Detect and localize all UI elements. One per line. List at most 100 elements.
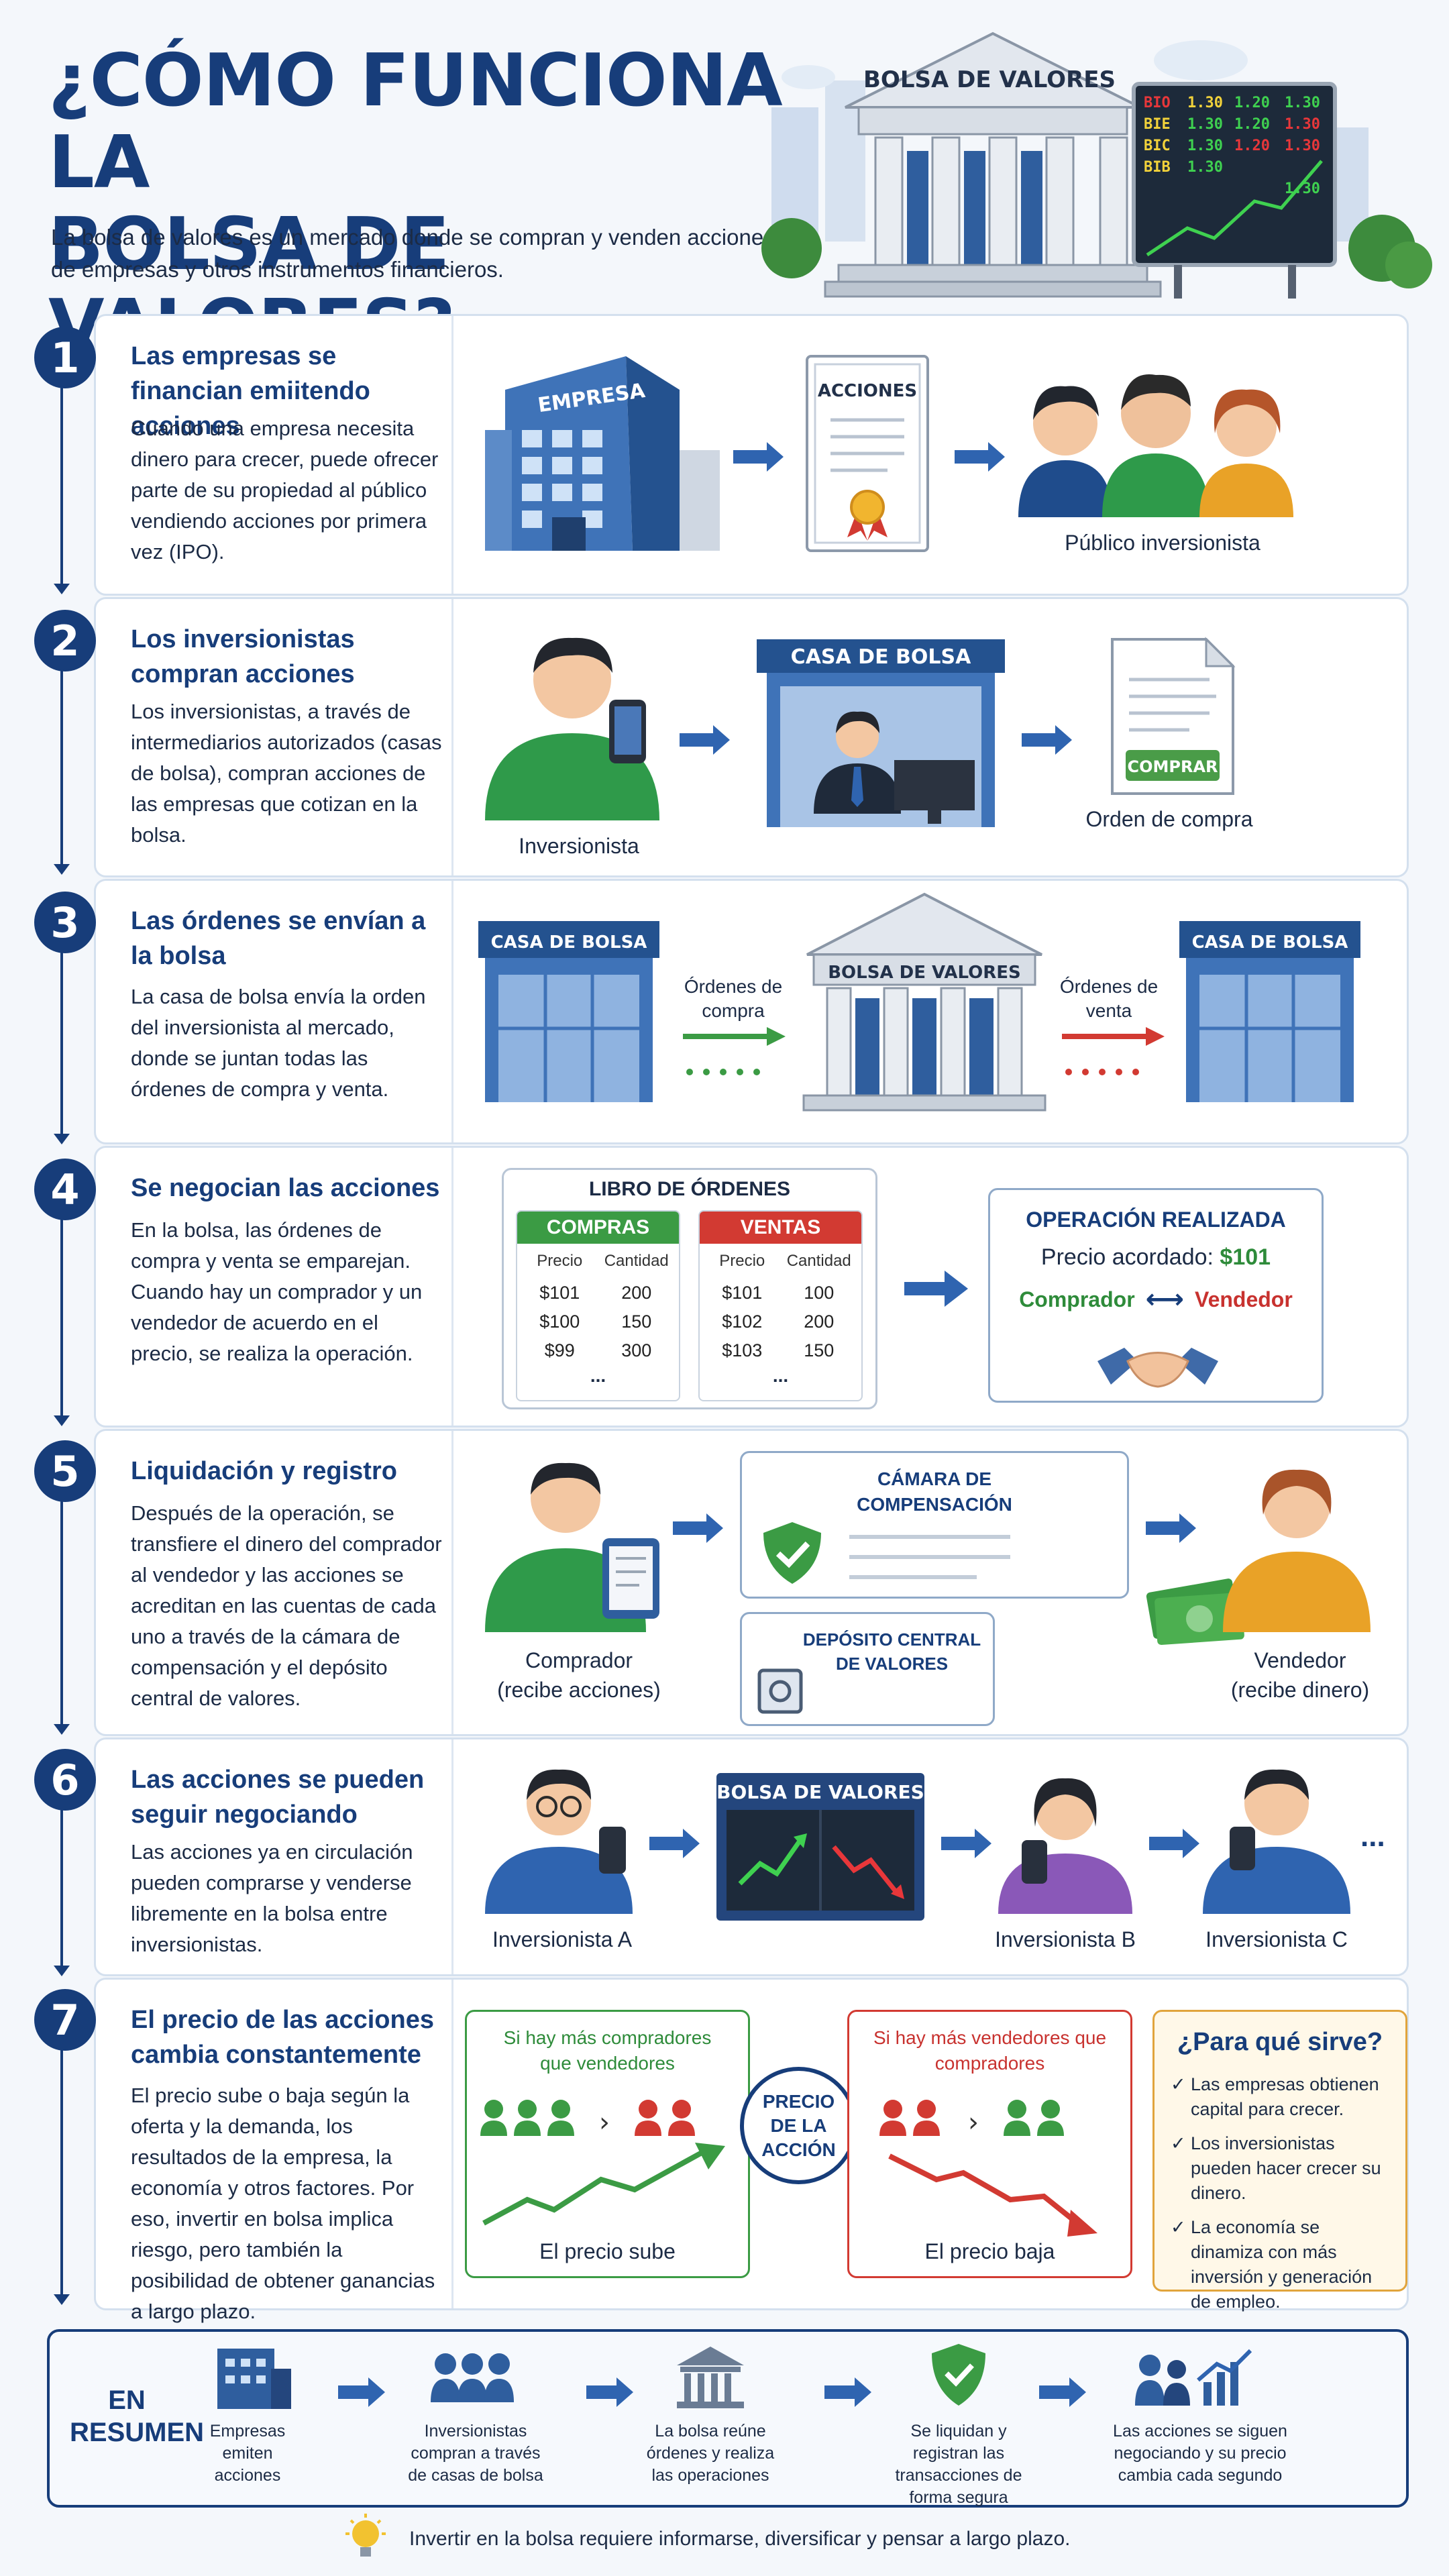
step-number: 3 (34, 892, 96, 953)
step-7: 7 El precio de las acciones cambia const… (34, 1978, 1409, 2323)
summary-step-2: Inversionistas compran a través de casas… (408, 2422, 543, 2485)
price-header: Precio (537, 1252, 583, 1270)
stock-exchange-illustration: BOLSA DE VALORES BIO 1.30 1.20 1.30 BIE … (761, 32, 1432, 299)
price-down-card: Si hay más vendedores que compradores › … (847, 2010, 1132, 2278)
step-3: 3 Las órdenes se envían a la bolsa La ca… (34, 879, 1409, 1144)
continuation-dots: ... (1360, 1820, 1385, 1853)
step-text: La casa de bolsa envía la orden del inve… (131, 985, 426, 1101)
header: ¿CÓMO FUNCIONA LA BOLSA DE VALORES? La b… (0, 0, 1449, 368)
svg-text:›: › (968, 2107, 979, 2138)
qty-header: Cantidad (786, 1252, 851, 1270)
step-number: 7 (34, 1989, 96, 2051)
svg-text:›: › (599, 2107, 610, 2138)
summary-step-4: Se liquidan y registran las transaccione… (895, 2422, 1022, 2507)
buyers-group-icon (1004, 2100, 1064, 2136)
central-depository-card: DEPÓSITO CENTRAL DE VALORES (740, 1612, 995, 1726)
step-2-illustration: CASA DE BOLSA COMPRAR Inversionista Orde… (458, 599, 1407, 875)
summary-step-5: Las acciones se siguen negociando y su p… (1113, 2422, 1287, 2485)
buys-header: COMPRAS (517, 1212, 679, 1244)
step-text: Cuando una empresa necesita dinero para … (131, 417, 439, 564)
buyer-label: Comprador (1019, 1287, 1135, 1311)
step-title: Las empresas se financian emiitendo acci… (131, 342, 370, 440)
broker-right-label: CASA DE BOLSA (1192, 932, 1348, 953)
summary-panel: EN RESUMEN Empres (47, 2329, 1409, 2508)
ticker-r1c1: BIO (1144, 95, 1171, 111)
broker-label: CASA DE BOLSA (791, 645, 971, 669)
list-item: ✓Los inversionistas pueden hacer crecer … (1171, 2131, 1393, 2206)
broker-left-label: CASA DE BOLSA (491, 932, 647, 953)
timeline-7 (54, 2039, 70, 2305)
price-up-label: El precio sube (539, 2239, 676, 2263)
buyer-with-tablet-icon (485, 1462, 659, 1632)
order-book-title: LIBRO DE ÓRDENES (588, 1178, 791, 1200)
buys-ellipsis: ... (590, 1365, 606, 1386)
summary-step-1: Empresas emiten acciones (209, 2422, 286, 2485)
falling-trend-icon (888, 2153, 1079, 2226)
step-title: El precio de las acciones cambia constan… (131, 2006, 434, 2069)
buy-order-label: Orden de compra (1085, 807, 1253, 831)
investor-with-phone-icon (485, 637, 659, 820)
ticker-r1c4: 1.30 (1285, 95, 1320, 111)
step-text: El precio sube o baja según la oferta y … (131, 2084, 435, 2323)
timeline-5 (54, 1489, 70, 1735)
sell-orders-label: Órdenes de venta (1059, 976, 1159, 1021)
exchange-arrows-icon: ⟷ (1145, 1285, 1184, 1314)
buyer-label: Comprador (525, 1648, 633, 1672)
list-item: ✓Las empresas obtienen capital para crec… (1171, 2072, 1393, 2122)
sells-header: VENTAS (700, 1212, 861, 1244)
timeline-6 (54, 1798, 70, 1976)
lightbulb-icon (345, 2514, 386, 2557)
step-1-illustration: EMPRESA ACCIONES (458, 316, 1407, 594)
investor-c-label: Inversionista C (1205, 1927, 1348, 1951)
step-text: Los inversionistas, a través de intermed… (131, 700, 442, 847)
timeline-3 (54, 939, 70, 1144)
exchange-building-icon: BOLSA DE VALORES (802, 892, 1046, 1112)
arrow-right-icon (904, 1271, 968, 1307)
step-7-illustration: Si hay más compradores que vendedores › … (458, 1980, 1407, 2312)
investor-c-icon (1203, 1769, 1350, 1914)
agreed-price-line: Precio acordado: $101 (1040, 1244, 1271, 1270)
brokerage-right-icon: CASA DE BOLSA (1179, 921, 1360, 1102)
timeline-1 (54, 376, 70, 594)
summary-growth-icon (1135, 2349, 1252, 2406)
agreed-price-value: $101 (1220, 1244, 1271, 1270)
buy-button-label: COMPRAR (1127, 757, 1218, 776)
step-title: Las acciones se pueden seguir negociando (131, 1766, 425, 1829)
step-3-illustration: CASA DE BOLSA BOLSA DE VALORES (458, 881, 1407, 1142)
ticker-r2c4: 1.30 (1285, 116, 1320, 133)
ticker-r3c1: BIC (1144, 138, 1171, 154)
shares-label: ACCIONES (818, 381, 917, 401)
summary-label: EN RESUMEN (70, 2385, 205, 2447)
summary-step-3: La bolsa reúne órdenes y realiza las ope… (646, 2422, 775, 2485)
timeline-2 (54, 657, 70, 875)
step-5: 5 Liquidación y registro Después de la o… (34, 1429, 1409, 1736)
investor-label: Inversionista (519, 834, 639, 858)
central-depository-title: DEPÓSITO CENTRAL DE VALORES (802, 1629, 981, 1674)
step-number: 1 (34, 327, 96, 388)
ticker-r4c1: BIB (1144, 159, 1171, 176)
step-text: Las acciones ya en circulación pueden co… (131, 1840, 413, 1956)
ticker-r2c1: BIE (1144, 116, 1171, 133)
price-down-label: El precio baja (924, 2239, 1055, 2263)
buy-order-document-icon: COMPRAR (1111, 637, 1236, 795)
seller-person-icon (1223, 1469, 1371, 1632)
company-building-icon: EMPRESA (485, 356, 720, 551)
step-number: 6 (34, 1749, 96, 1811)
check-icon: ✓ (1171, 2133, 1186, 2153)
seller-label: Vendedor (1194, 1287, 1293, 1311)
trade-executed-title: OPERACIÓN REALIZADA (1026, 1208, 1286, 1232)
public-label: Público inversionista (1065, 531, 1260, 555)
investor-a-icon (485, 1769, 633, 1914)
check-icon: ✓ (1171, 2074, 1186, 2094)
clearing-house-title: CÁMARA DE COMPENSACIÓN (857, 1468, 1012, 1515)
title-line-1: ¿CÓMO FUNCIONA LA (48, 39, 783, 205)
step-6-illustration: BOLSA DE VALORES ... (458, 1739, 1407, 1974)
money-stack-icon (1146, 1578, 1244, 1646)
step-1: 1 Las empresas se financian emiitendo ac… (34, 314, 1409, 596)
